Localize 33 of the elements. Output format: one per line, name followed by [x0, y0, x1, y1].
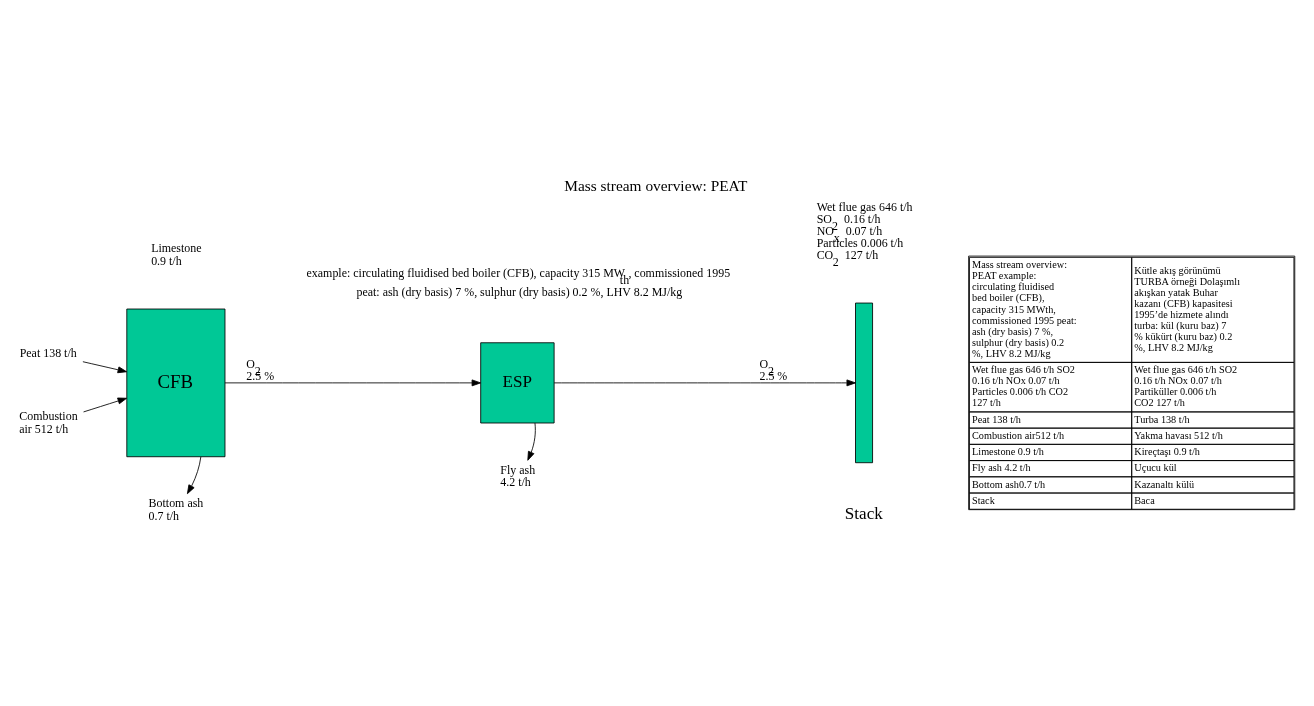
label: Bottom ash0.7 t/h — [972, 478, 1046, 490]
node-text: Bottom ash 0.7 t/h — [148, 495, 204, 523]
label: Combustion air512 t/h — [972, 429, 1065, 441]
node-label: Limestone 0.9 t/h — [151, 241, 202, 269]
arrow — [186, 456, 202, 495]
diagram-title: Mass stream overview: PEAT — [564, 177, 748, 195]
node-text: Combustion air 512 t/h — [19, 408, 78, 436]
arrow — [83, 397, 127, 413]
label: Limestone 0.9 t/h — [972, 446, 1044, 458]
label: Turba 138 t/h — [1134, 413, 1190, 425]
node-label: Stack — [844, 504, 883, 524]
arrow — [224, 379, 482, 387]
label: Fly ash 4.2 t/h — [972, 462, 1031, 474]
label: Mass stream overview: PEAT example: circulating fluidised bed boiler (CFB), capacity 315 MWth, commissioned 1995 peat: ash (dry basis) 7 %, sulphur (dry basis) 0.2 %, LHV 8.2 MJ/kg — [972, 259, 1077, 359]
arrow — [82, 361, 127, 374]
label: Uçucu kül — [1134, 462, 1177, 474]
label: Wet flue gas 646 t/h SO2 0.16 t/h NOx 0.07 t/h Partiküller 0.006 t/h CO2 127 t/h — [1134, 364, 1238, 409]
node-box: ESP — [480, 342, 555, 424]
node-text: Peat 138 t/h — [19, 346, 77, 361]
label: Stack — [972, 494, 995, 506]
label: Kütle akış görünümü TURBA örneği Dolaşımlı akışkan yatak Buhar kazanı (CFB) kapasitesi 1995’de hizmete alındı turba: kül (kuru baz) 7 % kükürt (kuru baz) 0.2 %, LHV 8.2 MJ/kg — [1134, 264, 1241, 354]
node-bar — [855, 302, 873, 464]
label: Kazanaltı külü — [1134, 478, 1195, 490]
node-text: Fly ash 4.2 t/h — [500, 462, 536, 490]
arrow — [553, 379, 856, 387]
arrow — [527, 422, 536, 461]
label: Peat 138 t/h — [972, 413, 1021, 425]
label: Yakma havası 512 t/h — [1134, 429, 1223, 441]
label: Kireçtaşı 0.9 t/h — [1134, 446, 1200, 458]
label: Wet flue gas 646 t/h SO2 0.16 t/h NOx 0.07 t/h Particles 0.006 t/h CO2 127 t/h — [972, 364, 1075, 409]
label: peat: ash (dry basis) 7 %, sulphur (dry basis) 0.2 %, LHV 8.2 MJ/kg — [356, 284, 683, 299]
label: Baca — [1134, 494, 1155, 506]
node-box: CFB — [126, 308, 226, 458]
